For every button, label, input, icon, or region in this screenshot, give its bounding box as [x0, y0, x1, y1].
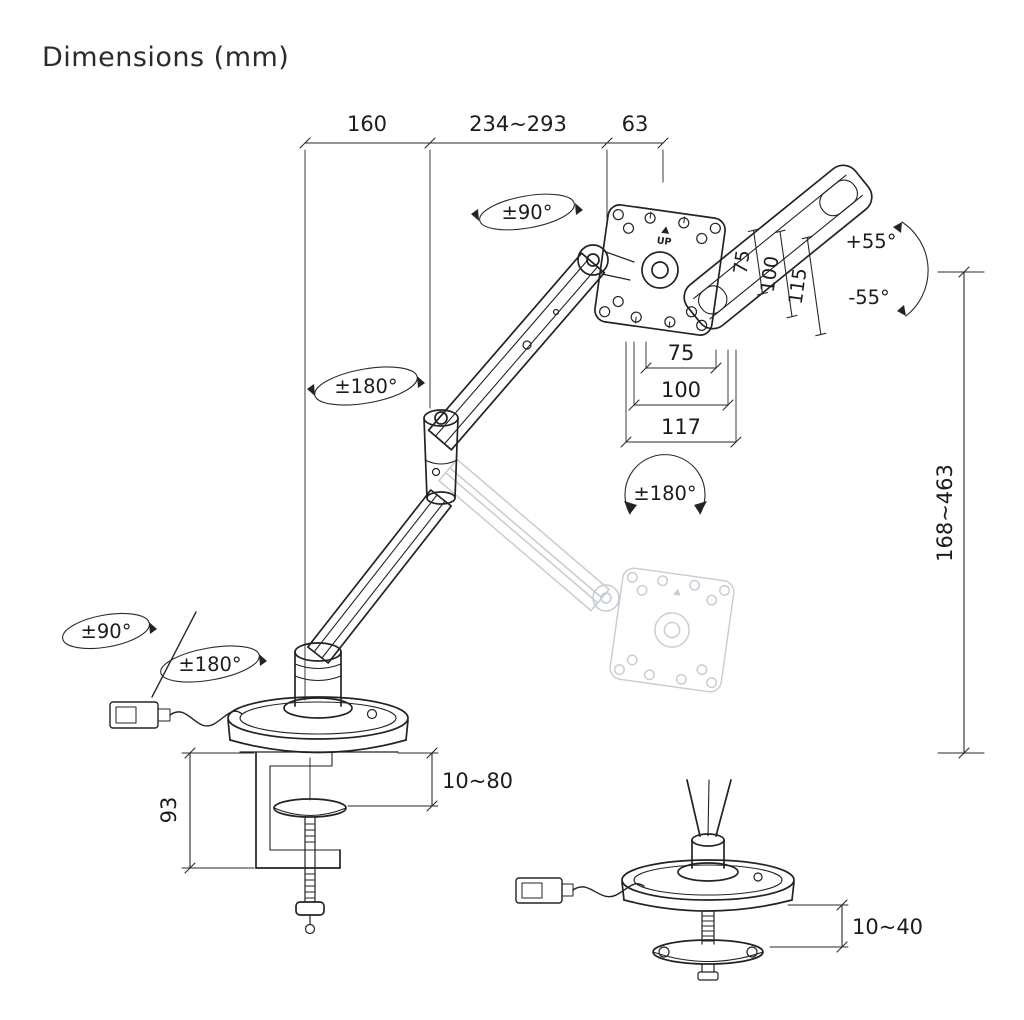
dim-bracket-100: 100: [757, 255, 784, 294]
dim-vesa-75: 75: [668, 341, 695, 365]
upper-arm: [427, 252, 606, 451]
dim-clamp-depth: 93: [157, 797, 181, 824]
desk-base: [227, 696, 409, 754]
angle-tilt-down: -55°: [848, 286, 890, 309]
angle-vesa-rotation: ±180°: [633, 482, 696, 505]
shoulder-joint: [577, 244, 635, 281]
usb-connector-icon: [109, 701, 159, 729]
dim-vesa-100: 100: [661, 378, 701, 402]
angle-tilt-up: +55°: [846, 230, 897, 253]
dim-height-range: 168~463: [933, 464, 957, 562]
monitor-arm-main-view: UP: [109, 164, 873, 935]
angle-base-rotation: ±180°: [178, 653, 241, 676]
dim-top-right: 63: [622, 112, 649, 136]
angle-elbow-swivel: ±180°: [334, 375, 397, 398]
angle-head-swivel: ±90°: [502, 201, 553, 224]
ghost-arm-position: [438, 458, 735, 693]
grommet-mount-view: [515, 779, 795, 981]
vesa-up-label: UP: [656, 235, 672, 248]
dim-bracket-115: 115: [785, 267, 812, 306]
clamp-screw-knob: [295, 901, 325, 916]
ghost-shoulder-joint: [592, 584, 620, 612]
dim-clamp-range: 10~80: [442, 769, 513, 793]
grommet-bracket: [652, 939, 764, 965]
monitor-bracket: [683, 164, 873, 330]
dimension-annotations: [62, 137, 985, 953]
angle-base-swivel: ±90°: [81, 620, 132, 643]
labels: Dimensions (mm) 160 234~293 63 ±90° ±180…: [42, 42, 957, 939]
usb-cable: [109, 701, 243, 729]
elbow-joint: [423, 409, 459, 505]
dim-top-left: 160: [347, 112, 387, 136]
dim-bracket-75: 75: [729, 249, 754, 276]
clamp-pad: [273, 798, 347, 818]
lower-arm: [306, 489, 453, 664]
grommet-usb-cable: [515, 877, 645, 904]
page-title: Dimensions (mm): [42, 42, 289, 73]
desk-clamp: [255, 752, 347, 935]
vesa-plate: UP: [594, 204, 726, 336]
usb-connector-icon: [515, 877, 563, 904]
dim-vesa-117: 117: [661, 415, 701, 439]
dim-top-mid: 234~293: [469, 112, 567, 136]
ghost-vesa-plate: [609, 567, 735, 693]
up-arrow-icon: [661, 226, 670, 234]
dim-grommet-range: 10~40: [852, 915, 923, 939]
